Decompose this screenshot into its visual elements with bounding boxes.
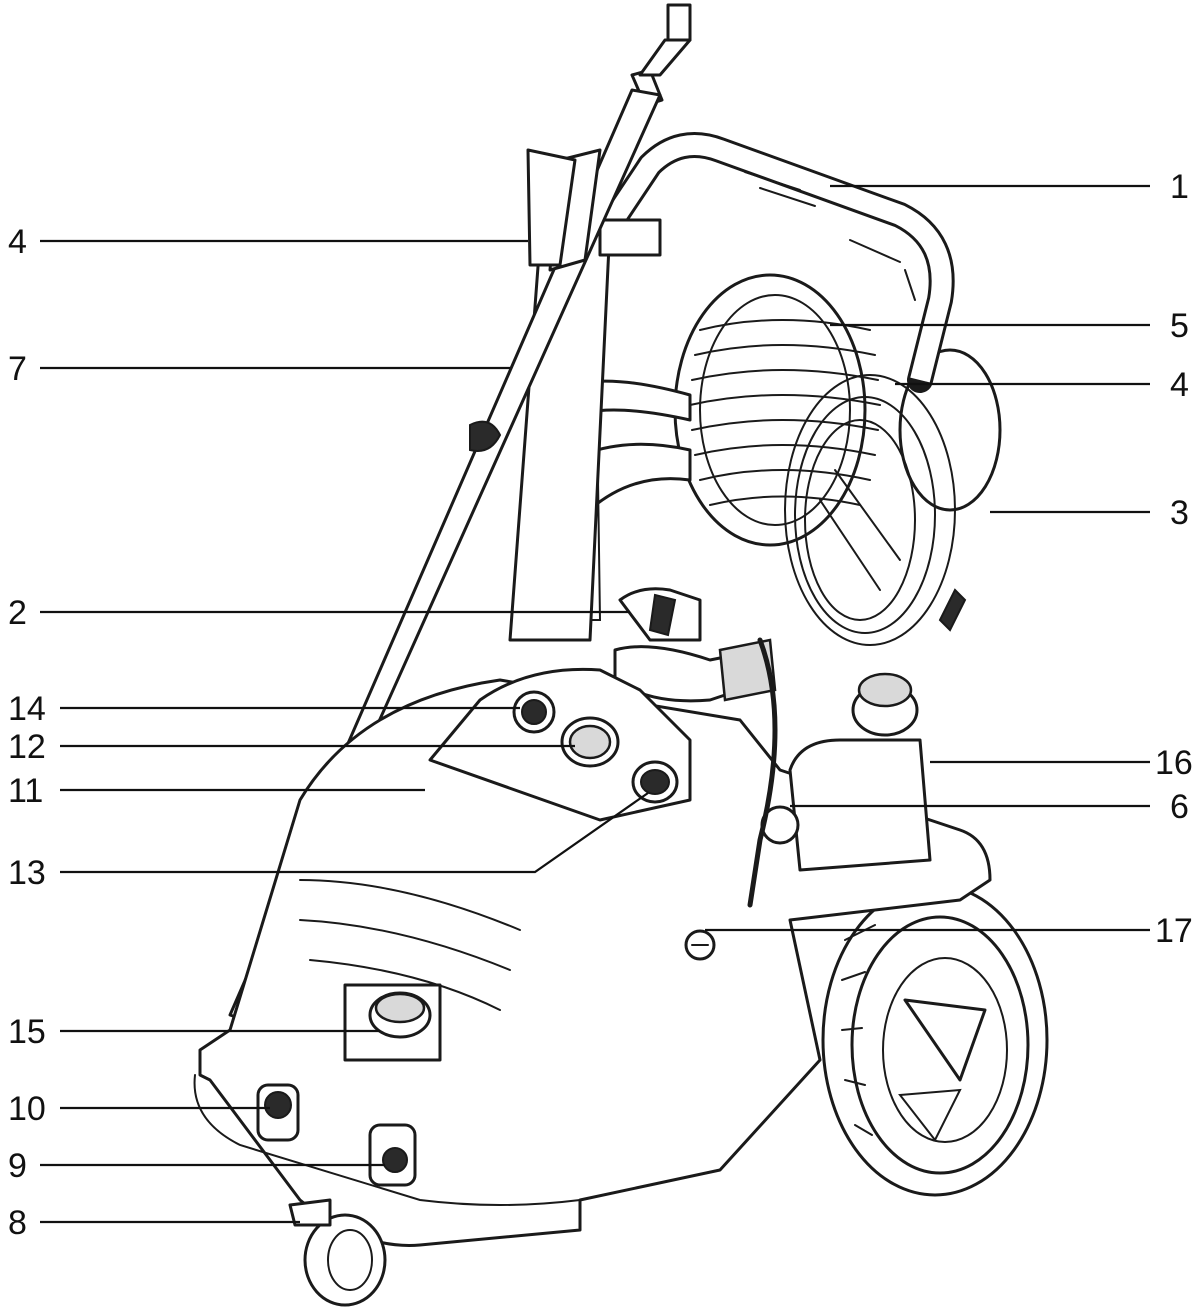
callout-14: 14 xyxy=(8,690,46,728)
leader-13 xyxy=(60,792,649,874)
callout-8: 8 xyxy=(8,1204,27,1242)
callout-labels: 1 4 5 7 4 3 2 14 12 16 11 6 13 17 15 10 … xyxy=(8,168,1193,1242)
callout-9: 9 xyxy=(8,1147,27,1185)
callout-2: 2 xyxy=(8,594,27,632)
callout-11: 11 xyxy=(8,772,43,810)
callout-7: 7 xyxy=(8,350,27,388)
callout-1: 1 xyxy=(1170,168,1189,206)
callout-4-right: 4 xyxy=(1170,366,1189,404)
callout-5: 5 xyxy=(1170,307,1189,345)
callout-16: 16 xyxy=(1155,744,1193,782)
callout-6: 6 xyxy=(1170,788,1189,826)
spray-gun-icon xyxy=(613,587,777,703)
callout-15: 15 xyxy=(8,1013,46,1051)
callout-13: 13 xyxy=(8,854,46,892)
callout-3: 3 xyxy=(1170,494,1189,532)
hose-reel-icon xyxy=(673,273,881,547)
callout-10: 10 xyxy=(8,1090,46,1128)
callout-4-left: 4 xyxy=(8,223,27,261)
callout-17: 17 xyxy=(1155,912,1193,950)
wheel-icon xyxy=(821,883,1049,1197)
leader-lines xyxy=(40,184,1150,1224)
callout-12: 12 xyxy=(8,728,46,766)
pressure-washer-illustration xyxy=(193,3,1049,1307)
